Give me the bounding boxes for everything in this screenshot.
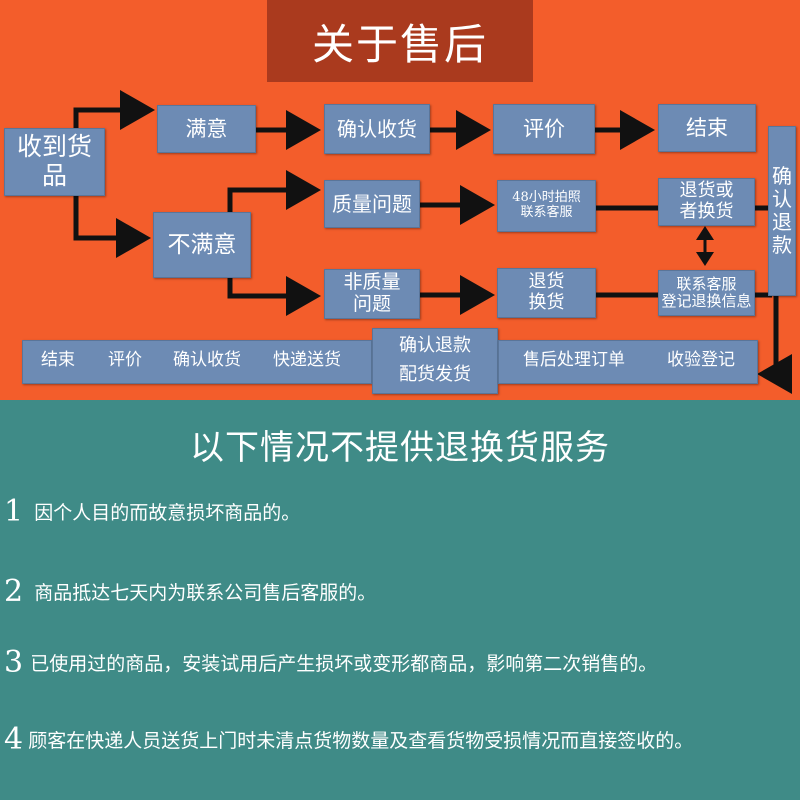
- arrow-receive-dissatisfied: [73, 195, 151, 258]
- label-confirm-refund: 确认退款: [399, 335, 471, 357]
- rule-text: 因个人目的而故意损坏商品的。: [34, 502, 301, 524]
- box-end: 结束: [658, 104, 756, 152]
- rule-1: 1 因个人目的而故意损坏商品的。: [4, 494, 300, 529]
- label-end: 结束: [41, 350, 75, 370]
- rule-number: 1: [4, 494, 24, 529]
- rule-number: 2: [4, 574, 24, 609]
- page-title: 关于售后: [311, 19, 488, 69]
- label-review: 评价: [108, 350, 142, 370]
- label-process-order: 售后处理订单: [523, 350, 625, 370]
- box-bottom-row-right: 售后处理订单 收验登记: [498, 340, 758, 384]
- rule-number: 3: [4, 645, 24, 680]
- double-arrow-up: [696, 226, 714, 240]
- box-contact-register: 联系客服 登记退换信息: [658, 270, 755, 316]
- label-inspect: 收验登记: [667, 350, 735, 370]
- box-satisfied: 满意: [157, 105, 256, 153]
- rule-number: 4: [4, 722, 24, 757]
- rule-text: 已使用过的商品，安装试用后产生损坏或变形都商品，影响第二次销售的。: [30, 653, 658, 675]
- box-confirm-refund-vertical: 确 认 退 款: [768, 126, 796, 296]
- box-return-exchange-or: 退货或 者换货: [658, 178, 755, 226]
- title-banner: 关于售后: [267, 0, 533, 82]
- rule-text: 商品抵达七天内为联系公司售后客服的。: [34, 582, 377, 604]
- exclusion-title: 以下情况不提供退换货服务: [190, 428, 610, 468]
- box-review: 评价: [493, 104, 595, 154]
- rule-3: 3 已使用过的商品，安装试用后产生损坏或变形都商品，影响第二次销售的。: [4, 645, 657, 680]
- box-photo-contact: 48小时拍照 联系客服: [497, 180, 596, 232]
- arrow-dissatisfied-nonquality: [227, 276, 321, 316]
- box-confirm-refund-ship: 确认退款 配货发货: [372, 328, 498, 394]
- arrow-dissatisfied-quality: [227, 170, 321, 212]
- aftersales-flow-section: 关于售后 收到货品 满意 确认收货 评价 结束 不满意 质量问题 48小时拍照 …: [0, 0, 800, 400]
- rule-2: 2 商品抵达七天内为联系公司售后客服的。: [4, 574, 376, 609]
- label-confirm-receipt: 确认收货: [173, 350, 241, 370]
- box-receive: 收到货品: [4, 128, 105, 196]
- box-confirm-receipt: 确认收货: [324, 104, 430, 154]
- rule-4: 4 顾客在快递人员送货上门时未清点货物数量及查看货物受损情况而直接签收的。: [4, 722, 693, 757]
- box-return-exchange: 退货 换货: [497, 268, 596, 318]
- rule-text: 顾客在快递人员送货上门时未清点货物数量及查看货物受损情况而直接签收的。: [28, 730, 694, 752]
- arrow-vertical-bottom: [757, 296, 792, 394]
- double-arrow-down: [696, 252, 714, 266]
- arrow-receive-satisfied: [73, 90, 155, 130]
- label-ship: 配货发货: [399, 364, 471, 385]
- no-return-section: [0, 400, 800, 800]
- box-bottom-row-left: 结束 评价 确认收货 快递送货: [22, 340, 372, 384]
- box-dissatisfied: 不满意: [153, 212, 251, 278]
- box-quality-issue: 质量问题: [324, 180, 420, 228]
- box-non-quality: 非质量 问题: [324, 269, 420, 319]
- label-express: 快递送货: [273, 350, 341, 370]
